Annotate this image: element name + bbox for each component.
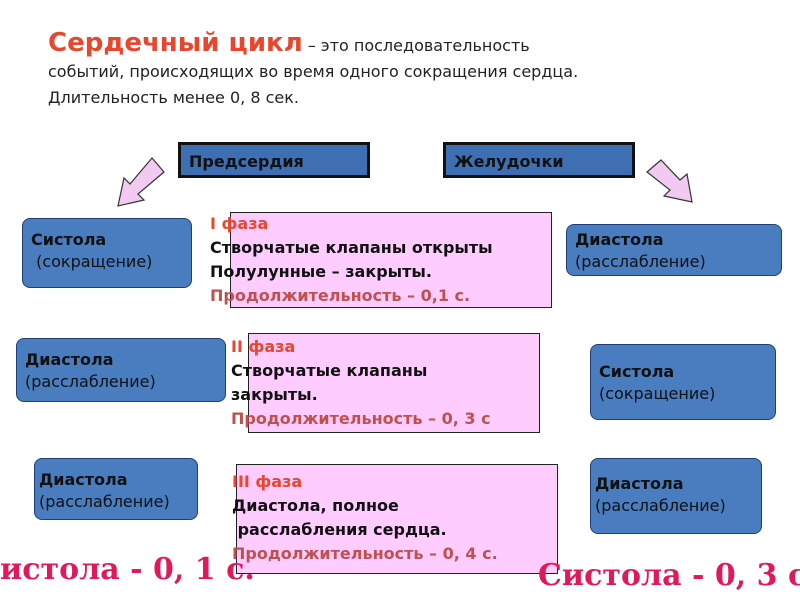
summary-right: Систола - 0, 3 с	[538, 558, 800, 593]
left-box-3-term: Диастола	[39, 470, 128, 489]
phase-1-label: I фаза	[210, 214, 269, 233]
phase-3-duration: Продолжительность – 0, 4 с.	[232, 544, 498, 563]
phase-1-duration: Продолжительность – 0,1 с.	[210, 286, 471, 305]
phase-1-text: I фаза Створчатые клапаны открыты Полулу…	[210, 212, 493, 308]
right-box-1: Диастола (расслабление)	[566, 224, 782, 276]
phase-1-box	[230, 212, 552, 308]
phase-3-label: III фаза	[232, 472, 303, 491]
phase-1-line-2: Полулунные – закрыты.	[210, 262, 432, 281]
phase-2-text: II фаза Створчатые клапаны закрыты. Прод…	[231, 335, 491, 431]
atria-header: Предсердия	[178, 142, 370, 178]
right-box-3: Диастола (расслабление)	[590, 458, 762, 534]
right-box-1-term: Диастола	[575, 230, 664, 249]
phase-3-text: III фаза Диастола, полное расслабления с…	[232, 470, 498, 566]
phase-2-line-1: Створчатые клапаны	[231, 361, 428, 380]
summary-left: истола - 0, 1 с.	[0, 552, 255, 587]
phase-2-duration: Продолжительность – 0, 3 с	[231, 409, 491, 428]
title-term: Сердечный цикл	[48, 28, 303, 58]
right-box-2-term: Систола	[599, 362, 675, 381]
left-box-3-desc: (расслабление)	[39, 492, 170, 511]
phase-2-box	[248, 333, 540, 433]
left-box-3: Диастола (расслабление)	[34, 458, 198, 520]
right-box-1-desc: (расслабление)	[575, 252, 706, 271]
right-box-3-term: Диастола	[595, 474, 684, 493]
atria-header-label: Предсердия	[189, 152, 304, 171]
right-box-2: Систола (сокращение)	[590, 344, 776, 420]
title-definition-start: – это последовательность	[302, 36, 530, 55]
right-box-2-desc: (сокращение)	[599, 384, 716, 403]
phase-2-line-2: закрыты.	[231, 385, 318, 404]
ventricles-header: Желудочки	[443, 142, 635, 178]
left-box-1-term: Систола	[31, 230, 107, 249]
left-box-1: Систола (сокращение)	[22, 218, 192, 288]
title-block: Сердечный цикл – это последовательность …	[48, 30, 788, 111]
title-line-1: Сердечный цикл – это последовательность	[48, 30, 788, 59]
left-box-1-desc: (сокращение)	[31, 252, 153, 271]
left-down-arrow-icon	[117, 157, 165, 207]
phase-3-line-1: Диастола, полное	[232, 496, 399, 515]
left-box-2-desc: (расслабление)	[25, 372, 156, 391]
phase-3-line-2: расслабления сердца.	[232, 520, 447, 539]
phase-2-label: II фаза	[231, 337, 296, 356]
phase-1-line-1: Створчатые клапаны открыты	[210, 238, 493, 257]
right-box-3-desc: (расслабление)	[595, 496, 726, 515]
title-line-2: событий, происходящих во время одного со…	[48, 62, 579, 81]
left-box-2: Диастола (расслабление)	[16, 338, 226, 402]
right-down-arrow-icon	[646, 159, 693, 203]
phase-3-box	[236, 464, 558, 574]
title-line-3: Длительность менее 0, 8 сек.	[48, 88, 299, 107]
left-box-2-term: Диастола	[25, 350, 114, 369]
ventricles-header-label: Желудочки	[454, 152, 564, 171]
